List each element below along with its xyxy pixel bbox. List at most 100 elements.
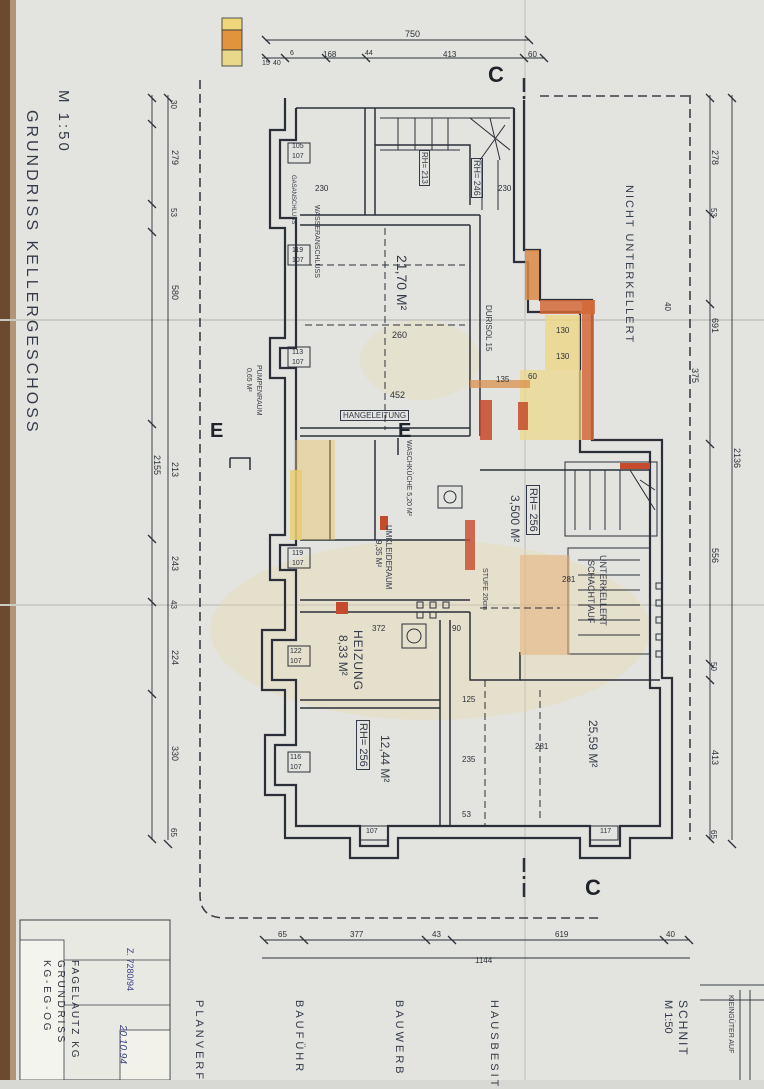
stamp-schnitt-scale: M 1:50 (662, 1000, 674, 1034)
label-nicht-unterkellert: NICHT UNTERKELLERT (623, 185, 635, 345)
section-letter-e-mid: E (398, 420, 412, 442)
dim-top-15: 15 (262, 60, 270, 67)
label-heizung-area: 8,33 M² (336, 635, 350, 676)
label-gasanschluss: GASANSCHLUSS (290, 175, 296, 225)
inner-dim: 119 (292, 550, 304, 557)
label-room-large-area: 21,70 M² (394, 255, 410, 311)
label-umkleide-area: 9,35 M² (374, 540, 383, 568)
label-rh-top2: RH= 246 (471, 158, 483, 198)
title-block (19, 919, 764, 1080)
inner-dim: 122 (290, 648, 302, 655)
interior-walls (296, 107, 660, 826)
dim-bottom-377: 377 (350, 930, 364, 939)
stairs-top (380, 117, 511, 210)
inner-dim: 281 (562, 575, 576, 584)
plan-title-main: GRUNDRISS KELLERGESCHOSS (23, 110, 40, 435)
plan-scale: M 1:50 (55, 90, 72, 154)
label-schacht-auf: SCHACHT AUF (586, 560, 596, 624)
plan-title: GRUNDRISS KELLERGESCHOSS (22, 110, 40, 470)
dim-top-413: 413 (443, 50, 457, 59)
label-room-br-area: 25,59 M² (586, 720, 600, 768)
stairs-right (564, 461, 658, 655)
stamp-datum: 20.10.94 (117, 1025, 128, 1064)
inner-dim: 130 (556, 352, 570, 361)
stamp-line-3: K G - E G - O G (41, 960, 52, 1031)
dim-right-53: 53 (709, 208, 718, 217)
dim-left-30: 30 (169, 100, 178, 109)
dim-top-44: 44 (365, 50, 373, 57)
label-umkleide: UMKLEIDERAUM (384, 525, 393, 590)
window-boxes (287, 142, 619, 841)
dim-bottom-43: 43 (432, 930, 441, 939)
label-stufe: STUFE 20cm (481, 568, 488, 611)
dim-top-6: 6 (290, 50, 294, 57)
label-heizung: HEIZUNG (351, 630, 365, 691)
dim-bottom-619: 619 (555, 930, 569, 939)
stamp-line-1: FAGELAUTZ KG (69, 960, 80, 1060)
stamp-right-1: PLANVERF (193, 1000, 205, 1083)
inner-dim: 260 (392, 330, 408, 340)
label-pumpenraum-area: 0,65 M² (245, 368, 252, 392)
dim-left-243: 243 (170, 556, 180, 572)
colored-walls (290, 250, 650, 655)
dim-left-53: 53 (169, 208, 178, 217)
inner-dim: 107 (366, 828, 378, 835)
inner-dim: 53 (462, 810, 471, 819)
inner-dim: 113 (292, 349, 304, 356)
dim-right-691: 691 (710, 318, 720, 334)
dim-left-580: 580 (170, 285, 180, 301)
section-letter-c-bottom: C (585, 875, 601, 900)
stamp-right-2: BAUWERB (393, 1000, 405, 1077)
dim-right-413: 413 (710, 750, 720, 766)
inner-dim: 90 (452, 624, 461, 633)
dim-left-279: 279 (170, 150, 180, 166)
dim-top-40: 40 (273, 60, 281, 67)
inner-dim: 235 (462, 755, 476, 764)
inner-dim: 107 (292, 153, 304, 160)
fixtures (401, 485, 663, 658)
stamp-schnitt: SCHNIT (676, 1000, 690, 1057)
dim-left-330: 330 (170, 746, 180, 762)
label-pumpenraum: PUMPENRAUM (255, 365, 262, 416)
inner-dim: 230 (498, 184, 512, 193)
label-room-bl-rh: RH= 256 (356, 720, 370, 770)
section-letter-c-top: C (488, 62, 504, 87)
inner-dim: 119 (292, 247, 304, 254)
dim-right-65: 65 (709, 830, 718, 839)
inner-dim: 117 (600, 828, 612, 835)
stamp-kleingueter: KIEINGÜTER AUF (727, 995, 734, 1054)
dim-top-168: 168 (323, 50, 337, 59)
label-hall-rh: RH= 256 (526, 485, 540, 535)
dim-right-40: 40 (663, 302, 672, 311)
dim-right-556: 556 (710, 548, 720, 564)
inner-dim: 281 (535, 742, 549, 751)
inner-dim: 230 (315, 184, 329, 193)
label-wasseranschluss: WASSERANSCHLUSS (313, 205, 320, 278)
dim-top-750: 750 (405, 29, 421, 39)
inner-dim: 107 (292, 359, 304, 366)
dim-left-65: 65 (169, 828, 178, 837)
dim-bottom-1144: 1144 (475, 956, 493, 965)
dim-bottom-40: 40 (666, 930, 675, 939)
stamp-zahl: Z. 7280/94 (125, 948, 135, 992)
dim-left-213: 213 (170, 462, 180, 478)
stamp-right-4: BAUFÜHR (293, 1000, 305, 1075)
dim-right-278: 278 (710, 150, 720, 166)
inner-dim: 105 (292, 143, 304, 150)
inner-dim: 452 (390, 390, 406, 400)
label-room-bl-area: 12,44 M² (378, 735, 392, 783)
dim-left-43: 43 (169, 600, 178, 609)
dimension-ticks (147, 35, 737, 945)
label-duribol: DURISOL 15 (484, 305, 493, 352)
inner-dim: 60 (528, 372, 537, 381)
dim-right-2136: 2136 (732, 448, 742, 469)
stamp-line-2: G R U N D R I S S (55, 960, 66, 1043)
dimension-lines (151, 39, 733, 959)
inner-dim: 107 (290, 658, 302, 665)
dim-top-60: 60 (528, 50, 537, 59)
inner-dim: 107 (290, 764, 302, 771)
inner-dim: 125 (462, 695, 476, 704)
label-hall-area: 3,500 M² (508, 495, 522, 543)
dim-left-2155: 2155 (152, 455, 162, 476)
